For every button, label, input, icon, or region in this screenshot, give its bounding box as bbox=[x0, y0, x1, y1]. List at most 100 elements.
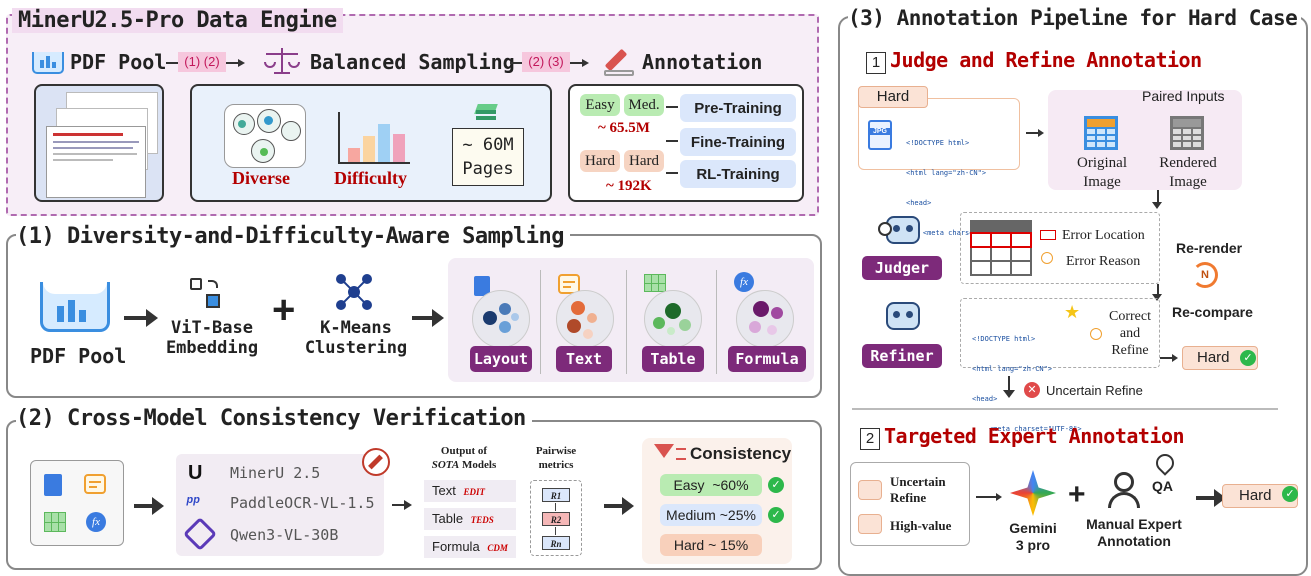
manual-label-1: Manual Expert bbox=[1086, 516, 1182, 532]
easy-pill: Easy bbox=[580, 94, 620, 116]
output-metric: EDIT bbox=[463, 487, 485, 497]
mineru-logo-icon: U bbox=[188, 462, 203, 484]
data-engine-title: MinerU2.5-Pro Data Engine bbox=[12, 8, 343, 33]
pdf-pool-large-label: PDF Pool bbox=[30, 344, 127, 368]
text-icon-small bbox=[84, 474, 106, 494]
output-label: Formula bbox=[432, 539, 480, 554]
error-table-icon bbox=[970, 220, 1032, 276]
arrow-head bbox=[1172, 354, 1178, 362]
plus-sign: + bbox=[272, 288, 296, 332]
model-paddle: PaddleOCR-VL-1.5 bbox=[230, 494, 375, 512]
step2-number: 2 bbox=[860, 428, 880, 450]
pages-count: ~ 60M bbox=[462, 135, 514, 155]
pdf-pool-large-icon bbox=[40, 282, 110, 332]
content-types-box bbox=[30, 460, 124, 546]
arrow bbox=[666, 172, 678, 174]
text-cluster bbox=[556, 290, 614, 348]
diverse-label: Diverse bbox=[232, 168, 290, 188]
output-metric: CDM bbox=[487, 543, 508, 553]
layout-doc-icon bbox=[474, 276, 490, 296]
hard-input-box bbox=[858, 98, 1020, 170]
cluster-tag-layout: Layout bbox=[470, 346, 532, 372]
filter-icon bbox=[654, 444, 674, 458]
plus-sign-2: + bbox=[1068, 478, 1086, 511]
arrow bbox=[1026, 132, 1040, 134]
check-icon: ✓ bbox=[1240, 350, 1256, 366]
pages-label: Pages bbox=[462, 159, 514, 179]
kmeans-label: K-Means Clustering bbox=[304, 318, 408, 358]
med-pill: Med. bbox=[624, 94, 664, 116]
edit-pencil-icon bbox=[362, 448, 390, 476]
divider bbox=[540, 270, 541, 374]
models-box bbox=[176, 454, 384, 556]
metrics-header: Pairwise metrics bbox=[526, 444, 586, 472]
output-row-formula: Formula CDM bbox=[424, 536, 516, 558]
step-label-1: (1) (2) bbox=[178, 52, 226, 72]
arrow-head bbox=[1152, 202, 1162, 209]
pipeline-title: (3) Annotation Pipeline for Hard Case bbox=[848, 6, 1302, 30]
filter-lines-icon bbox=[676, 448, 686, 460]
uncertain-label: Uncertain Refine bbox=[890, 474, 946, 506]
step1-number: 1 bbox=[866, 52, 886, 74]
arrow bbox=[1008, 376, 1010, 392]
cluster-tag-formula: Formula bbox=[728, 346, 806, 372]
step1-title: Judge and Refine Annotation bbox=[890, 48, 1202, 72]
correct-label-2: and bbox=[1119, 326, 1141, 341]
hard-output-label: Hard bbox=[1197, 349, 1230, 366]
pdf-stack-box bbox=[34, 84, 164, 202]
manual-label-2: Annotation bbox=[1097, 533, 1171, 549]
paired-inputs-label: Paired Inputs bbox=[1142, 88, 1225, 104]
expert-person-icon bbox=[1106, 470, 1146, 510]
arrow bbox=[666, 106, 678, 108]
bulb-icon bbox=[1041, 252, 1053, 264]
difficulty-bars-icon bbox=[338, 112, 410, 164]
connector bbox=[555, 503, 556, 511]
metrics-header-1: Pairwise bbox=[535, 445, 577, 457]
hard-pill-2: Hard bbox=[624, 150, 664, 172]
output-metric: TEDS bbox=[470, 515, 494, 525]
rerender-label: Re-render bbox=[1176, 240, 1243, 256]
arrow bbox=[976, 496, 998, 498]
kmeans-label-1: K-Means bbox=[320, 318, 392, 338]
arrow-head bbox=[1003, 390, 1015, 398]
manual-expert-label: Manual Expert Annotation bbox=[1082, 516, 1186, 550]
arrow-head bbox=[1038, 129, 1044, 137]
table-cluster bbox=[644, 290, 702, 348]
arrow bbox=[1157, 190, 1159, 204]
output-label: Text bbox=[432, 483, 456, 498]
balanced-sampling-label: Balanced Sampling bbox=[310, 50, 515, 74]
n-badge: N bbox=[1201, 269, 1209, 281]
paddle-logo-icon: ᵖᵖ bbox=[186, 494, 200, 511]
arrow bbox=[226, 62, 240, 64]
balance-scale-icon bbox=[262, 48, 302, 76]
formula-cluster bbox=[736, 290, 794, 348]
arrow bbox=[134, 504, 154, 508]
cross-icon: ✕ bbox=[1024, 382, 1040, 398]
arrow bbox=[1157, 284, 1159, 296]
arrow-head bbox=[152, 497, 164, 515]
high-value-label: High-value bbox=[890, 518, 952, 533]
table-icon-small bbox=[44, 512, 66, 532]
arrow bbox=[412, 316, 434, 320]
uncertain-label-1: Uncertain bbox=[890, 474, 946, 489]
rendered-image-label: Rendered Image bbox=[1150, 154, 1226, 192]
cluster-icon bbox=[224, 104, 306, 168]
fx-icon: fx bbox=[734, 272, 754, 292]
rendered-label-2: Image bbox=[1169, 174, 1207, 190]
metric-rn: Rn bbox=[542, 536, 570, 550]
jpg-file-icon: JPG bbox=[868, 120, 892, 150]
arrow-head bbox=[622, 497, 634, 515]
metric-r1: R1 bbox=[542, 488, 570, 502]
vit-label-2: Embedding bbox=[165, 338, 259, 358]
arrow-head bbox=[432, 309, 444, 327]
annotation-label: Annotation bbox=[642, 50, 763, 74]
metrics-header-2: metrics bbox=[538, 459, 574, 471]
text-icon bbox=[558, 274, 580, 294]
arrow bbox=[1196, 496, 1216, 500]
medium-pill: Medium ~25% bbox=[660, 504, 762, 526]
pdf-pool-label: PDF Pool bbox=[70, 50, 167, 74]
doc-icon bbox=[44, 474, 62, 496]
correct-label-3: Refine bbox=[1111, 343, 1149, 358]
arrow bbox=[166, 62, 178, 64]
arrow-head bbox=[404, 500, 412, 510]
